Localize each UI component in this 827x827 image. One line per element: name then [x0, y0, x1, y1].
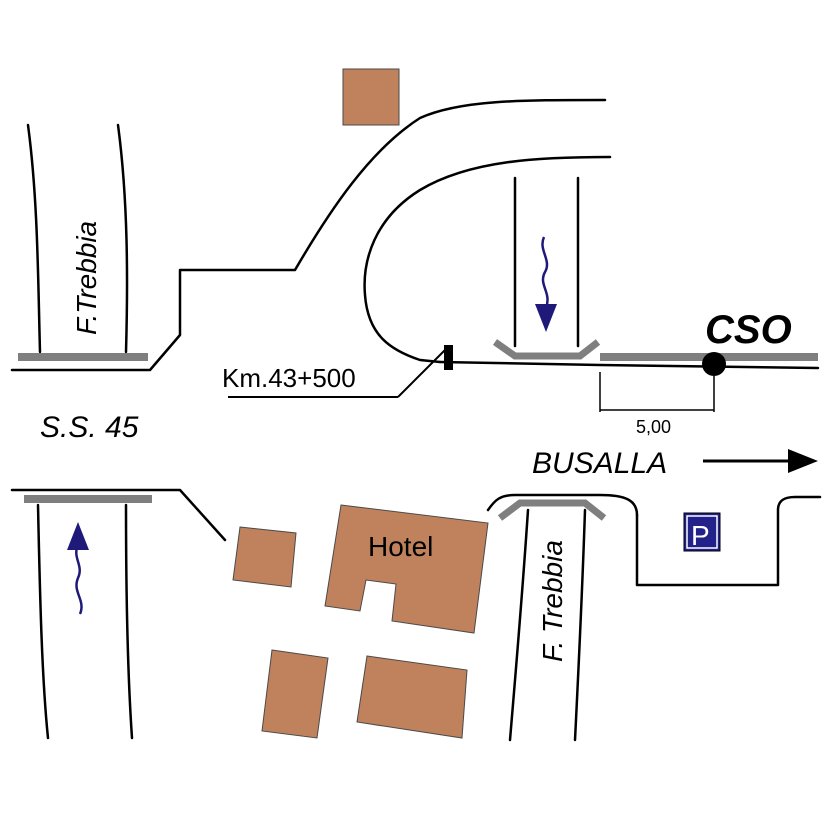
river-west-upper — [26, 123, 129, 354]
buildings — [232, 68, 489, 739]
bridge-east-lower — [497, 499, 607, 521]
building-south-west — [261, 649, 329, 739]
river-north-channel — [513, 176, 580, 348]
km-post-icon — [444, 345, 453, 370]
river-east-lower — [508, 508, 587, 742]
building-south-east — [356, 655, 468, 739]
km-marker: Km.43+500 — [222, 345, 453, 398]
direction-label: BUSALLA — [532, 447, 667, 480]
hotel-label: Hotel — [368, 531, 433, 562]
cso-label: CSO — [705, 308, 792, 352]
km-marker-label: Km.43+500 — [222, 363, 356, 393]
cso-point: CSO — [702, 308, 792, 376]
building-north — [342, 68, 400, 126]
parking-sign-icon: P — [683, 512, 721, 552]
road-network — [10, 98, 822, 587]
river-flow-arrow-icon — [535, 236, 557, 332]
parking-label: P — [691, 520, 710, 551]
cso-point-icon — [702, 352, 726, 376]
river-flow-arrow-icon — [67, 522, 89, 615]
river-west-label: F.Trebbia — [71, 221, 102, 335]
bridge-north — [492, 339, 601, 360]
river-west-lower — [36, 503, 134, 740]
distance-label: 5,00 — [636, 417, 671, 437]
building-west — [232, 526, 297, 588]
distance-dimension: 5,00 — [599, 372, 715, 437]
road-name-label: S.S. 45 — [40, 411, 139, 444]
building-hotel — [324, 504, 489, 634]
river-east-label: F. Trebbia — [537, 540, 568, 662]
direction: BUSALLA — [532, 447, 818, 480]
